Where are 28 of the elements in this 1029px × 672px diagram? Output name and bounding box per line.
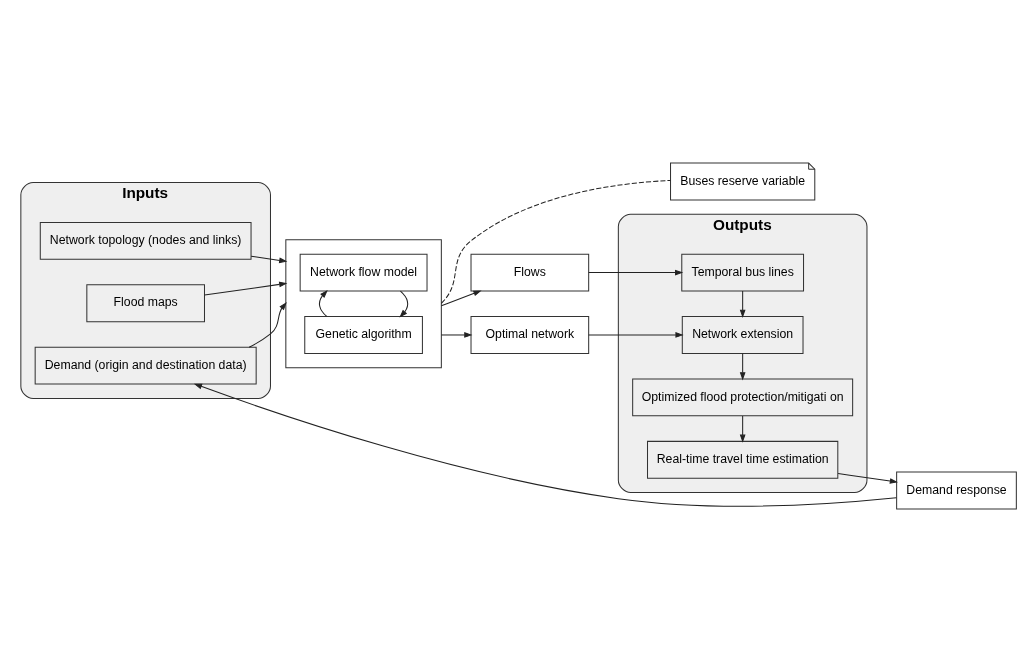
arrow [440,290,482,307]
arrow [399,290,409,318]
arrow [739,290,746,318]
arrow [318,289,328,317]
node-box: Optimal network [470,316,590,354]
arrow [739,415,746,443]
arrow [739,353,746,381]
arrow [588,269,684,276]
node-box: Genetic algorithm [304,316,423,354]
arrow [204,281,288,296]
node-box: Flows [470,253,590,292]
arrow [588,332,684,338]
node-box: Network flow model [299,253,428,292]
arrow [837,473,898,484]
node-box: Network topology (nodes and links) [39,221,252,260]
arrow [250,255,288,264]
node-box: Real-time travel time estimation [647,440,839,479]
arrow [248,302,287,348]
node-box: Temporal bus lines [681,253,805,292]
arrow [440,332,473,338]
node-box: Flood maps [86,284,205,323]
connector [440,179,671,304]
cluster [285,239,442,369]
node-box: Demand (origin and destination data) [34,346,257,385]
arrow [193,383,897,507]
node-box: Demand response [896,471,1017,510]
node-box: Optimized flood protection/mitigati on [632,378,854,417]
node-box: Network extension [681,316,804,354]
